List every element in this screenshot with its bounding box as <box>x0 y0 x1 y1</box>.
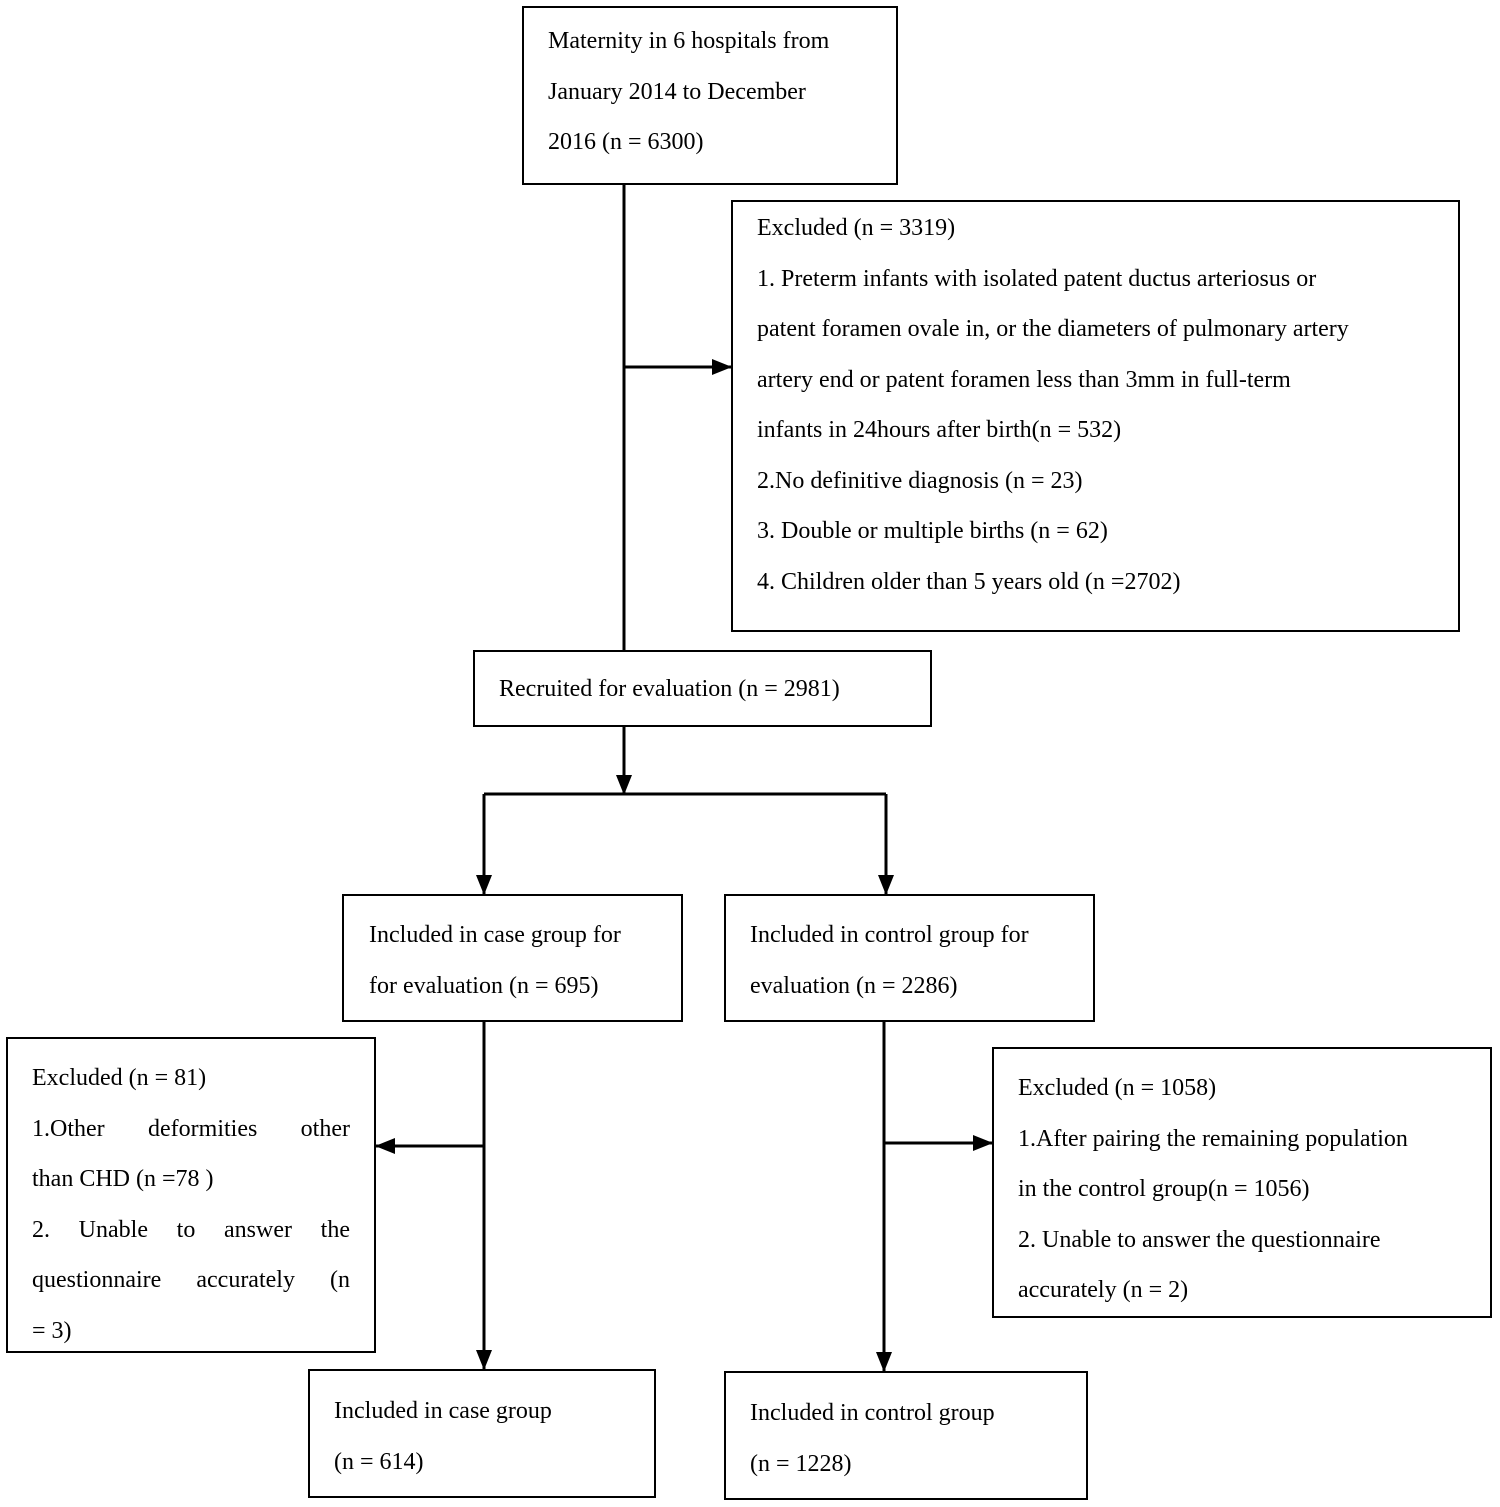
case-final-box: Included in case group (n = 614) <box>308 1369 656 1498</box>
control-eval-line-1: Included in control group for <box>750 922 1029 948</box>
recruited-line-1: Recruited for evaluation (n = 2981) <box>499 676 840 702</box>
excluded-case-line-3: than CHD (n =78 ) <box>32 1166 214 1192</box>
excluded-case-box: Excluded (n = 81) 1.Other deformities ot… <box>6 1037 376 1353</box>
case-final-line-2: (n = 614) <box>334 1448 424 1475</box>
excluded-main-line-6: 2.No definitive diagnosis (n = 23) <box>757 467 1083 494</box>
excluded-control-line-5: accurately (n = 2) <box>1018 1277 1189 1303</box>
excluded-main-line-4: artery end or patent foramen less than 3… <box>757 366 1291 393</box>
excluded-case-line-4: 2. Unable to answer the <box>32 1216 350 1243</box>
excluded-control-line-3: in the control group(n = 1056) <box>1018 1176 1310 1202</box>
excluded-main-line-2: 1. Preterm infants with isolated patent … <box>757 265 1317 292</box>
excluded-case-line-6: = 3) <box>32 1317 72 1344</box>
maternity-line-1: Maternity in 6 hospitals from <box>548 28 830 54</box>
control-eval-box: Included in control group for evaluation… <box>724 894 1095 1022</box>
excluded-main-line-3: patent foramen ovale in, or the diameter… <box>757 316 1349 342</box>
excluded-main-line-5: infants in 24hours after birth(n = 532) <box>757 417 1122 443</box>
recruited-box: Recruited for evaluation (n = 2981) <box>473 650 932 727</box>
excluded-case-line-2: 1.Other deformities other <box>32 1115 350 1142</box>
excluded-main-line-8: 4. Children older than 5 years old (n =2… <box>757 568 1181 595</box>
control-final-line-1: Included in control group <box>750 1400 995 1426</box>
excluded-main-line-1: Excluded (n = 3319) <box>757 215 956 241</box>
control-final-line-2: (n = 1228) <box>750 1450 852 1477</box>
excluded-control-line-4: 2. Unable to answer the questionnaire <box>1018 1226 1381 1253</box>
excluded-control-box: Excluded (n = 1058) 1.After pairing the … <box>992 1047 1492 1318</box>
excluded-control-line-2: 1.After pairing the remaining population <box>1018 1125 1408 1152</box>
excluded-case-line-5: questionnaire accurately (n <box>32 1267 350 1293</box>
excluded-control-line-1: Excluded (n = 1058) <box>1018 1075 1217 1101</box>
case-eval-line-2: for evaluation (n = 695) <box>369 972 599 999</box>
case-eval-box: Included in case group for for evaluatio… <box>342 894 683 1022</box>
excluded-main-line-7: 3. Double or multiple births (n = 62) <box>757 518 1108 544</box>
maternity-box: Maternity in 6 hospitals from January 20… <box>522 6 898 185</box>
excluded-main-box: Excluded (n = 3319) 1. Preterm infants w… <box>731 200 1460 632</box>
excluded-case-line-1: Excluded (n = 81) <box>32 1065 207 1091</box>
control-eval-line-2: evaluation (n = 2286) <box>750 972 958 999</box>
case-eval-line-1: Included in case group for <box>369 922 621 948</box>
control-final-box: Included in control group (n = 1228) <box>724 1371 1088 1500</box>
maternity-line-2: January 2014 to December <box>548 78 806 105</box>
case-final-line-1: Included in case group <box>334 1398 552 1424</box>
maternity-line-3: 2016 (n = 6300) <box>548 129 704 155</box>
